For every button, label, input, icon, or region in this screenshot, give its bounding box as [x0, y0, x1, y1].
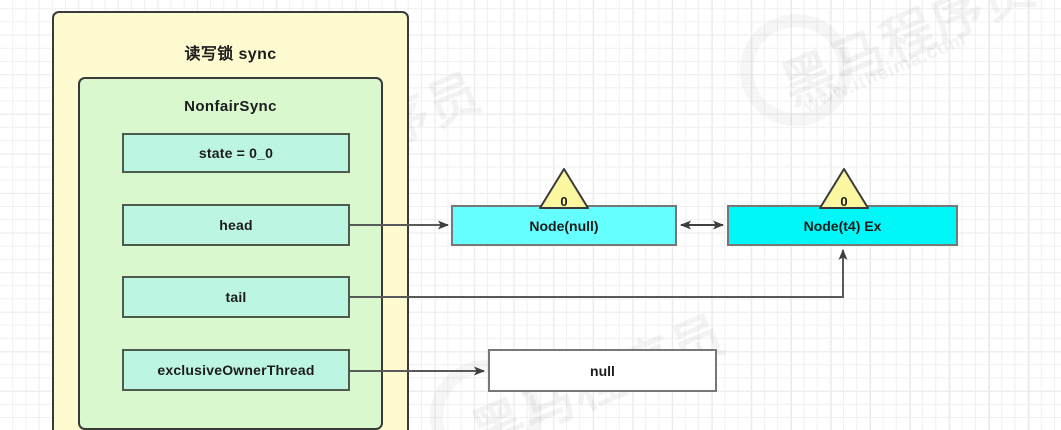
field-exclusive-owner-thread: exclusiveOwnerThread: [122, 349, 350, 391]
field-head: head: [122, 204, 350, 246]
node-t4-waitstatus-value: 0: [840, 194, 848, 209]
field-state-label: state = 0_0: [198, 145, 274, 161]
owner-null-box: null: [488, 349, 717, 392]
watermark-text-right: 黑马程序员: [768, 0, 1046, 119]
node-t4-label: Node(t4) Ex: [803, 217, 882, 234]
field-tail: tail: [122, 276, 350, 318]
node-t4-box: Node(t4) Ex: [727, 205, 958, 246]
triangle-icon: [539, 168, 589, 209]
watermark-url-right: www.itheima.com: [801, 29, 970, 118]
nonfairsync-container-title: NonfairSync: [184, 98, 277, 115]
owner-null-label: null: [590, 362, 615, 379]
node-null-waitstatus-value: 0: [560, 194, 568, 209]
field-tail-label: tail: [225, 289, 247, 305]
sync-container-title: 读写锁 sync: [184, 46, 277, 63]
triangle-icon: [819, 168, 869, 209]
node-null-label: Node(null): [529, 217, 599, 234]
node-null-box: Node(null): [451, 205, 677, 246]
field-exclusive-owner-thread-label: exclusiveOwnerThread: [157, 362, 315, 378]
node-null-waitstatus-badge: 0: [538, 167, 590, 211]
field-head-label: head: [219, 217, 253, 233]
edge-tail-to-node-t4: [350, 249, 848, 298]
watermark-ring-right: [740, 14, 852, 126]
node-t4-waitstatus-badge: 0: [818, 167, 870, 211]
field-state: state = 0_0: [122, 133, 350, 173]
